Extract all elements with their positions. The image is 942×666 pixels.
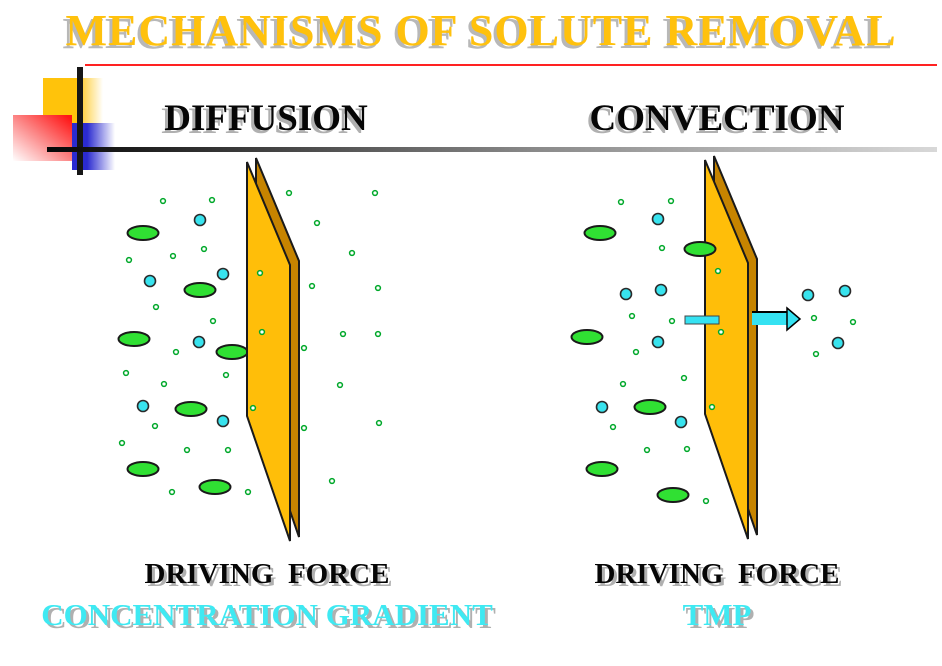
membrane-front [246, 161, 291, 542]
medium-solute-circle [831, 336, 845, 350]
small-solute-ring [159, 197, 167, 205]
small-solute-ring [224, 446, 232, 454]
small-solute-ring [222, 371, 230, 379]
medium-solute-circle [216, 414, 230, 428]
large-solute-ellipse [117, 331, 151, 347]
small-solute-ring [151, 422, 159, 430]
convection-force-type-label: TMP [682, 597, 752, 632]
flow-arrow-right-bar [752, 313, 787, 325]
medium-solute-circle [595, 400, 609, 414]
small-solute-ring [849, 318, 857, 326]
small-solute-ring [683, 445, 691, 453]
small-solute-ring [617, 198, 625, 206]
large-solute-ellipse [583, 225, 617, 241]
small-solute-ring [812, 350, 820, 358]
membrane-pore [249, 404, 257, 412]
small-solute-ring [810, 314, 818, 322]
small-solute-ring [374, 284, 382, 292]
small-solute-ring [244, 488, 252, 496]
large-solute-ellipse [215, 344, 249, 360]
heading-convection: CONVECTION [589, 98, 845, 139]
section-divider-line [47, 147, 937, 152]
membrane-pore [717, 328, 725, 336]
medium-solute-circle [216, 267, 230, 281]
diffusion-force-type-label: CONCENTRATION GRADIENT [41, 597, 493, 632]
medium-solute-circle [192, 335, 206, 349]
diffusion-diagram [117, 157, 383, 542]
small-solute-ring [168, 488, 176, 496]
small-solute-ring [300, 424, 308, 432]
small-solute-ring [668, 317, 676, 325]
small-solute-ring [680, 374, 688, 382]
large-solute-ellipse [585, 461, 619, 477]
medium-solute-circle [674, 415, 688, 429]
small-solute-ring [200, 245, 208, 253]
small-solute-ring [118, 439, 126, 447]
medium-solute-circle [143, 274, 157, 288]
small-solute-ring [375, 419, 383, 427]
flow-arrow-left-bar [684, 315, 720, 325]
small-solute-ring [339, 330, 347, 338]
membrane-pore [258, 328, 266, 336]
membrane-pore [708, 403, 716, 411]
small-solute-ring [619, 380, 627, 388]
medium-solute-circle [651, 335, 665, 349]
small-solute-ring [371, 189, 379, 197]
small-solute-ring [308, 282, 316, 290]
heading-diffusion: DIFFUSION [164, 98, 368, 139]
small-solute-ring [313, 219, 321, 227]
small-solute-ring [285, 189, 293, 197]
small-solute-ring [702, 497, 710, 505]
large-solute-ellipse [174, 401, 208, 417]
small-solute-ring [169, 252, 177, 260]
large-solute-ellipse [570, 329, 604, 345]
large-solute-ellipse [183, 282, 217, 298]
large-solute-ellipse [126, 461, 160, 477]
convection-diagram [570, 155, 857, 540]
large-solute-ellipse [126, 225, 160, 241]
small-solute-ring [209, 317, 217, 325]
small-solute-ring [208, 196, 216, 204]
small-solute-ring [328, 477, 336, 485]
small-solute-ring [658, 244, 666, 252]
title-underline [85, 64, 937, 66]
medium-solute-circle [651, 212, 665, 226]
small-solute-ring [183, 446, 191, 454]
medium-solute-circle [654, 283, 668, 297]
large-solute-ellipse [683, 241, 717, 257]
membrane-front [704, 159, 749, 540]
large-solute-ellipse [656, 487, 690, 503]
small-solute-ring [336, 381, 344, 389]
decor-square-red [13, 115, 72, 161]
large-solute-ellipse [633, 399, 667, 415]
decor-cross-vertical-line [77, 67, 83, 175]
small-solute-ring [160, 380, 168, 388]
membrane-pore [256, 269, 264, 277]
convection-driving-force-label: DRIVING FORCE [594, 558, 840, 590]
medium-solute-circle [136, 399, 150, 413]
small-solute-ring [172, 348, 180, 356]
medium-solute-circle [193, 213, 207, 227]
small-solute-ring [667, 197, 675, 205]
small-solute-ring [125, 256, 133, 264]
small-solute-ring [300, 344, 308, 352]
small-solute-ring [632, 348, 640, 356]
small-solute-ring [122, 369, 130, 377]
membrane-pore [714, 267, 722, 275]
medium-solute-circle [801, 288, 815, 302]
medium-solute-circle [619, 287, 633, 301]
page-title: MECHANISMS OF SOLUTE REMOVAL [65, 6, 897, 55]
small-solute-ring [152, 303, 160, 311]
small-solute-ring [609, 423, 617, 431]
large-solute-ellipse [198, 479, 232, 495]
diffusion-driving-force-label: DRIVING FORCE [144, 558, 390, 590]
small-solute-ring [348, 249, 356, 257]
small-solute-ring [628, 312, 636, 320]
medium-solute-circle [838, 284, 852, 298]
small-solute-ring [374, 330, 382, 338]
small-solute-ring [643, 446, 651, 454]
flow-arrow-head-icon [786, 306, 802, 332]
